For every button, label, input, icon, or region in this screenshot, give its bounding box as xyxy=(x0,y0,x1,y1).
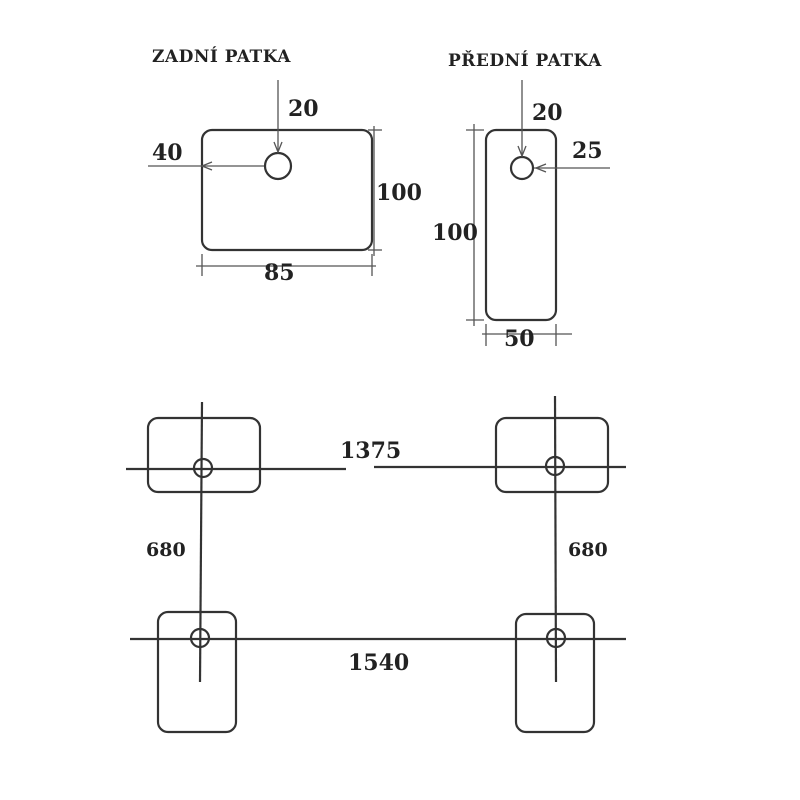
right-axis xyxy=(553,395,558,683)
front-span: 1540 xyxy=(348,650,409,676)
rear-foot-hole xyxy=(263,151,293,181)
rear-hole-offset-top: 20 xyxy=(288,96,319,122)
front-width: 50 xyxy=(504,326,535,352)
rear-foot-detail: ZADNÍ PATKA 20 40 100 85 xyxy=(148,46,422,286)
rear-side-arrow xyxy=(200,161,213,171)
front-foot-hole xyxy=(509,155,535,181)
front-side-arrow xyxy=(534,163,547,173)
front-left-foot xyxy=(156,610,238,734)
front-foot-detail: PŘEDNÍ PATKA 20 25 100 50 xyxy=(432,50,610,352)
rear-foot-outline xyxy=(200,128,374,252)
rear-height: 100 xyxy=(376,180,422,206)
front-foot-title: PŘEDNÍ PATKA xyxy=(448,50,602,71)
front-top-arrow xyxy=(517,145,527,158)
rear-right-foot xyxy=(494,416,610,494)
foot-layout: 1375 1540 680 680 xyxy=(126,395,626,734)
rear-hole-offset-side: 40 xyxy=(152,140,183,166)
left-spacing: 680 xyxy=(146,539,186,561)
front-hole-offset-side: 25 xyxy=(572,138,603,164)
rear-width: 85 xyxy=(264,260,295,286)
front-foot-outline xyxy=(484,128,558,322)
front-hole-offset-top: 20 xyxy=(532,100,563,126)
rear-left-foot xyxy=(146,416,262,494)
right-spacing: 680 xyxy=(568,539,608,561)
rear-foot-title: ZADNÍ PATKA xyxy=(152,46,291,67)
rear-top-arrow xyxy=(273,141,283,154)
front-height: 100 xyxy=(432,220,478,246)
rear-span: 1375 xyxy=(340,438,401,464)
left-axis xyxy=(198,401,204,683)
